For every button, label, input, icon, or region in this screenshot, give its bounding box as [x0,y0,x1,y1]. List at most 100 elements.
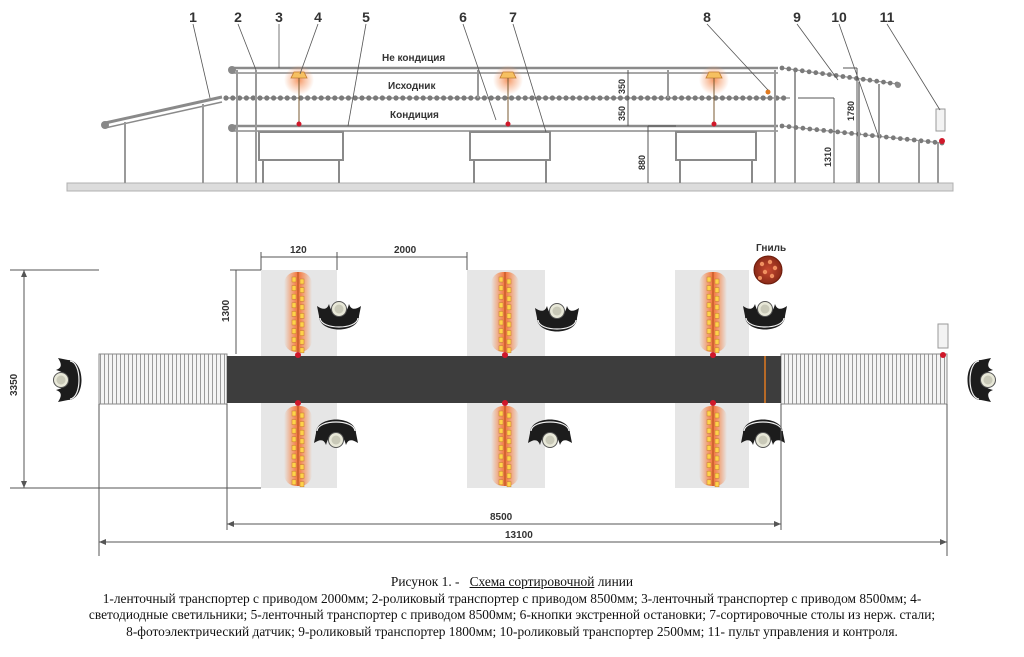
caption-line-2: светодиодные светильники; 5-ленточный тр… [88,607,936,623]
roller [897,136,903,142]
roller [779,123,785,129]
led [498,311,504,317]
dim-350-b: 350 [617,106,627,121]
roller [502,95,508,101]
roller [311,95,317,101]
roller [604,95,610,101]
led [506,447,512,453]
led [498,285,504,291]
roller [543,95,549,101]
led [714,438,720,445]
roller [840,74,846,79]
led [299,278,305,285]
roller [305,95,311,101]
plan-central-belt [227,356,781,403]
roller [881,79,886,85]
led [506,481,512,488]
led [299,455,305,462]
roller [890,135,896,141]
led [714,481,720,488]
led [299,447,305,453]
led [506,304,512,311]
dim-880: 880 [637,155,647,170]
led [706,419,712,425]
roller [570,95,576,101]
led [714,330,720,336]
led [714,472,720,479]
callout-6: 6 [459,9,467,25]
led [506,438,512,445]
plan-left-roller-conveyor [98,353,228,405]
roller [407,95,413,101]
roller [352,95,358,101]
led [706,470,712,477]
roller [339,95,345,101]
roller [529,95,535,101]
led [299,304,305,311]
roller [699,95,705,101]
roller [366,95,372,101]
roller [793,125,799,130]
led [291,345,297,352]
led [498,462,504,468]
led [706,328,712,334]
led [291,470,297,477]
callout-1: 1 [189,9,197,25]
roller [932,139,938,145]
roller [672,95,678,101]
led [506,347,512,354]
floor [66,182,954,192]
roller [820,71,825,76]
roller [522,95,528,101]
roller [583,95,590,101]
led [706,453,712,460]
roller [786,66,792,72]
roller [223,95,229,101]
led [299,295,305,302]
led [506,321,512,328]
callout-9: 9 [793,9,801,25]
led [706,319,712,326]
led [299,412,305,419]
roller [781,95,787,101]
led [714,338,720,345]
bottom-belt-conveyor [228,124,778,132]
roller [847,75,852,80]
led [714,447,720,453]
roller [685,95,692,101]
led [291,328,297,334]
roller [806,69,812,75]
roller [814,127,820,133]
roller [237,95,243,101]
roller [747,95,753,101]
plan-emergency-buttons [295,352,946,406]
led [498,445,504,451]
led [714,287,720,293]
roller [271,95,277,101]
led [506,412,512,419]
led [506,455,512,462]
roller [250,95,256,101]
worker [967,358,996,402]
roller [536,95,542,101]
roller [793,67,798,73]
led [506,464,512,470]
roller [827,72,832,77]
led [498,470,504,477]
roller [813,70,819,76]
led [291,302,297,309]
led [506,313,512,319]
roller [332,95,338,101]
roller [373,95,379,101]
callout-leaders [192,23,941,139]
led [714,313,720,319]
label-raw-material: Исходник [388,81,436,92]
side-dimensions [627,67,858,183]
roller [461,95,467,101]
callout-7: 7 [509,9,517,25]
led [299,321,305,328]
worker [743,301,787,330]
led [291,453,297,460]
led [714,347,720,354]
